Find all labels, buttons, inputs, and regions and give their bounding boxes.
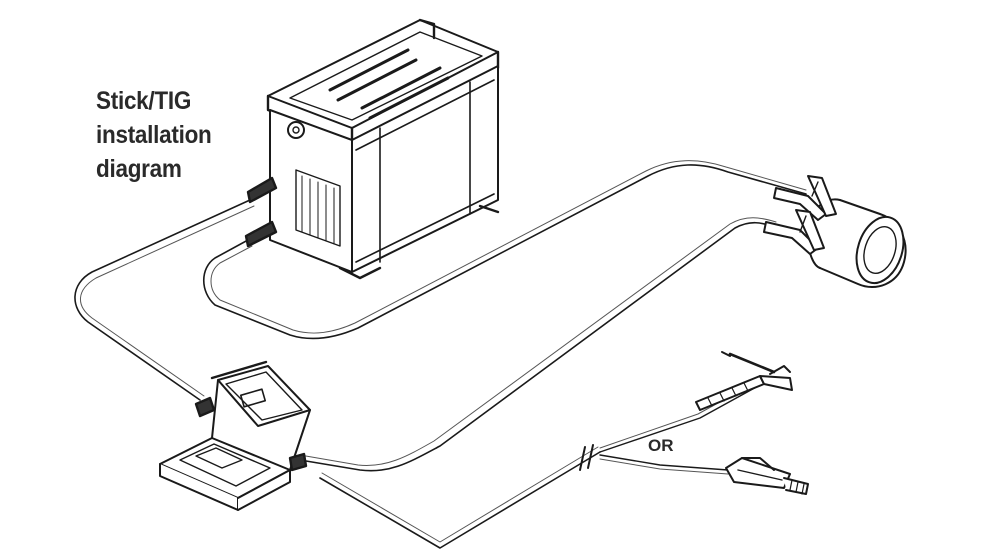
tig-torch	[695, 351, 793, 411]
title-line-1: Stick/TIG	[96, 87, 192, 115]
cable-break-mark	[579, 444, 594, 471]
suitcase-wire-feeder	[159, 360, 311, 511]
or-label: OR	[648, 436, 674, 455]
title-line-3: diagram	[96, 155, 182, 183]
work-clamp-upper	[773, 175, 837, 221]
work-clamp-lower	[763, 209, 825, 255]
torch-cable	[319, 451, 601, 549]
power-source-machine	[244, 18, 500, 280]
stick-electrode-holder	[725, 457, 809, 495]
workpiece-pipe	[807, 198, 907, 288]
work-cable	[202, 164, 807, 340]
title-line-2: installation	[96, 121, 212, 149]
clamp-cable	[299, 221, 777, 472]
cables	[74, 160, 807, 549]
diagram-title: Stick/TIG installation diagram	[96, 84, 276, 186]
feeder-power-cable	[74, 199, 251, 401]
